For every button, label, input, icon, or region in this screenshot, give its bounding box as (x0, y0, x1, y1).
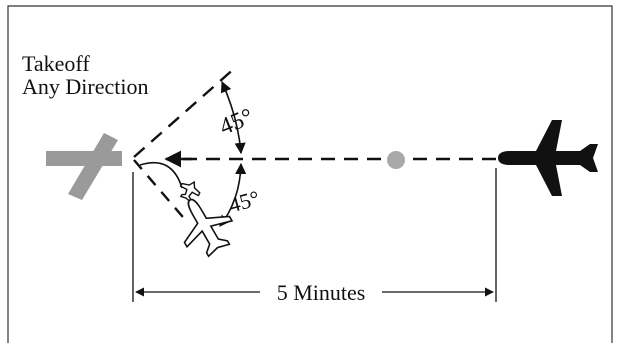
takeoff-label-line1: Takeoff (22, 51, 90, 76)
upper-45-line (133, 66, 237, 158)
distance-label: 5 Minutes (277, 280, 366, 305)
runway-icon (46, 133, 122, 200)
small-aircraft-icon (179, 180, 201, 203)
turn-path (139, 161, 183, 189)
frame-border (7, 5, 613, 343)
fix-point (387, 151, 405, 169)
takeoff-label-line2: Any Direction (22, 74, 148, 99)
lower-angle-label: 45° (226, 185, 262, 217)
upper-angle-arc (220, 80, 246, 155)
upper-angle-label: 45° (216, 104, 257, 141)
lower-45-line (133, 159, 189, 224)
inbound-aircraft-icon (498, 120, 598, 196)
outbound-aircraft-icon (183, 198, 234, 258)
